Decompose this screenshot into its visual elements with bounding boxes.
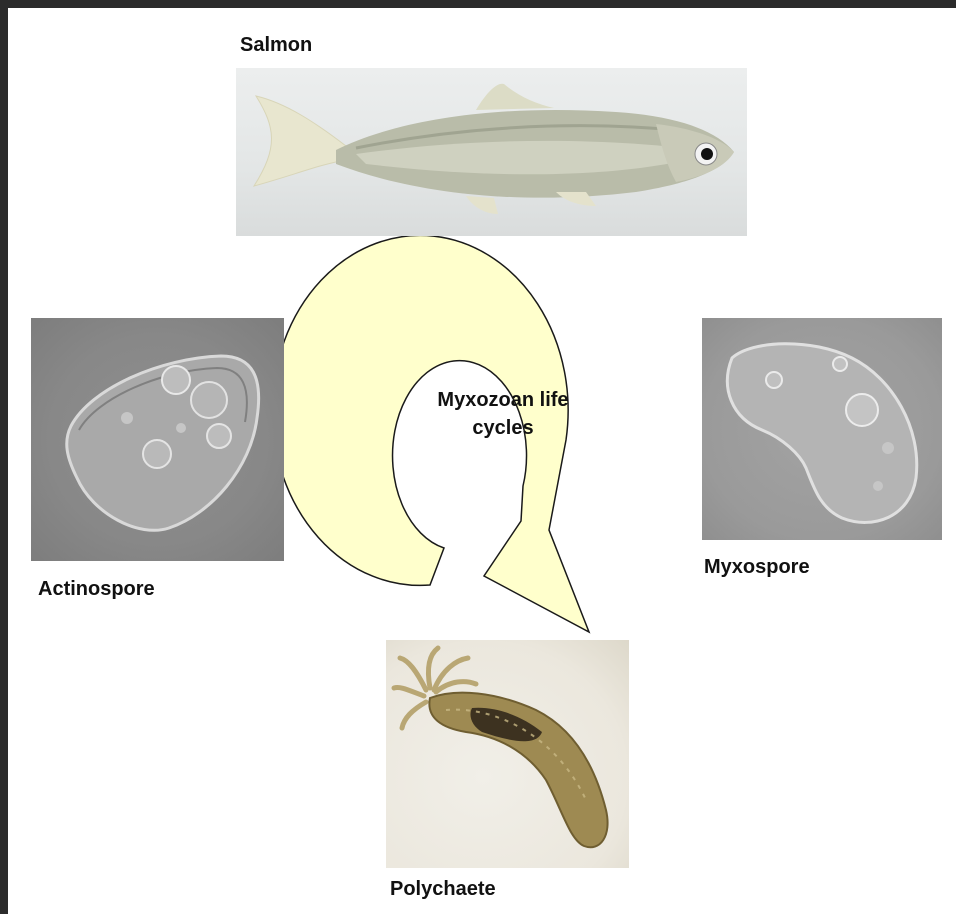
cycle-label-line2: cycles [403,414,603,442]
actinospore-photo [31,318,284,561]
myxospore-label: Myxospore [704,556,810,579]
myxospore-cell [727,344,916,523]
actinospore-label: Actinospore [38,578,155,601]
salmon-tail [254,96,346,186]
cycle-label-line1: Myxozoan life [403,386,603,414]
cycle-label: Myxozoan life cycles [403,386,603,442]
salmon-label: Salmon [240,34,312,57]
salmon-photo [236,68,747,236]
diagram-canvas: Myxozoan life cycles Salmon Actinospore [8,8,956,914]
myxospore-photo [702,318,942,540]
polychaete-label: Polychaete [390,878,496,901]
salmon-dorsal-fin [476,84,554,110]
polychaete-body [429,693,607,848]
polychaete-photo [386,640,629,868]
